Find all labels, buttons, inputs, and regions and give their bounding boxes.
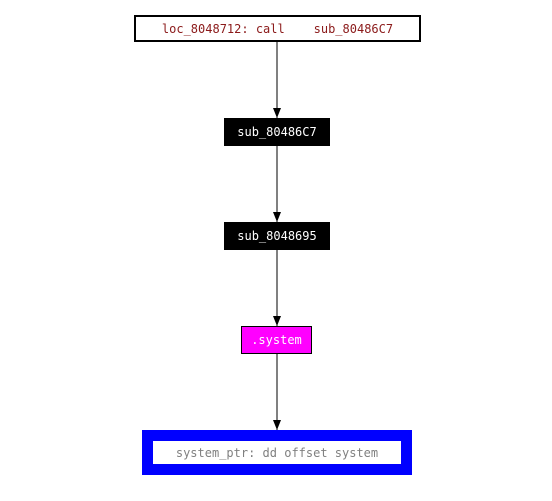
- node-call-label: loc_8048712: call sub_80486C7: [161, 21, 394, 36]
- node-system-label: .system: [251, 333, 302, 347]
- node-system-ptr-body: system_ptr: dd offset system: [153, 441, 401, 464]
- node-sub1-label: sub_80486C7: [237, 125, 317, 139]
- node-system-ptr[interactable]: system_ptr: dd offset system: [142, 430, 412, 475]
- node-system-import[interactable]: .system: [241, 326, 312, 354]
- node-sub-8048695[interactable]: sub_8048695: [224, 222, 330, 250]
- node-sub-80486c7[interactable]: sub_80486C7: [224, 118, 330, 146]
- node-ptr-label: system_ptr: dd offset system: [175, 445, 379, 460]
- node-call-instruction[interactable]: loc_8048712: call sub_80486C7: [134, 15, 421, 42]
- node-sub2-label: sub_8048695: [237, 229, 317, 243]
